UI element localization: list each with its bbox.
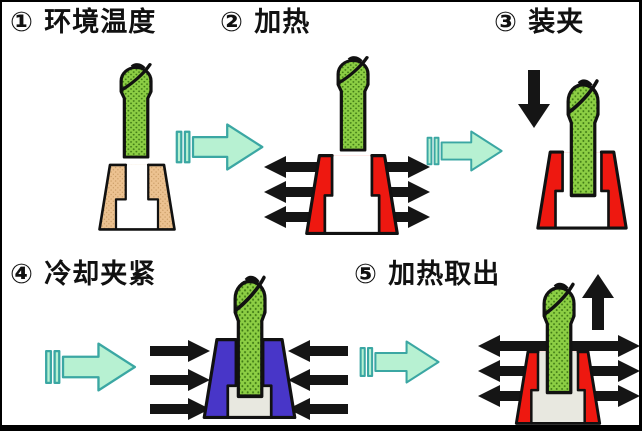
step-3-insert-arrow-icon xyxy=(518,70,550,128)
step-4-contraction-arrows-icon xyxy=(150,340,348,420)
process-arrow-3-icon xyxy=(45,342,137,392)
process-arrow-2-icon xyxy=(426,130,503,172)
step-1-tool-icon xyxy=(119,61,153,159)
step-4-label: ④ 冷却夹紧 xyxy=(10,259,157,290)
step-2-tool-icon xyxy=(336,54,370,152)
process-arrow-4-icon xyxy=(359,340,440,384)
process-arrow-1-icon xyxy=(175,123,264,171)
step-2-holder-icon xyxy=(305,154,399,236)
step-4-tool-icon xyxy=(233,273,267,399)
step-1-label: ① 环境温度 xyxy=(10,7,157,38)
step-3-label: ③ 装夹 xyxy=(494,7,585,38)
step-3-tool-icon xyxy=(566,77,600,198)
step-5-label: ⑤ 加热取出 xyxy=(354,259,501,290)
step-2-label: ② 加热 xyxy=(220,7,311,38)
step-1-holder-icon xyxy=(98,163,176,231)
step-5-extract-arrow-icon xyxy=(582,274,614,330)
